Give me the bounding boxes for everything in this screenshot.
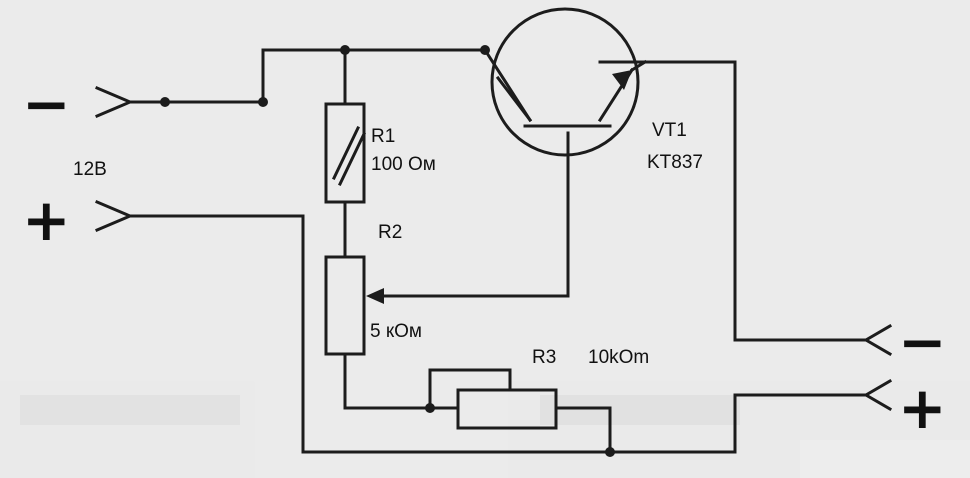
- r3-name-label: R3: [532, 347, 556, 368]
- r1-name-label: R1: [371, 126, 395, 147]
- r2-value-label: 5 кОм: [370, 321, 422, 342]
- r2-wiper-arrow: [366, 288, 384, 304]
- r1-value-label: 100 Ом: [371, 154, 436, 175]
- output-positive-connector: [863, 378, 893, 412]
- vt1-type-label: KT837: [647, 152, 703, 173]
- transistor-vt1: [490, 7, 648, 157]
- vt1-name-label: VT1: [652, 120, 687, 141]
- input-negative-label: −: [22, 70, 71, 138]
- input-positive-connector: [95, 200, 134, 232]
- junction-dots: [160, 45, 615, 457]
- output-negative-connector: [863, 323, 893, 357]
- trimmer-r3: [456, 388, 558, 430]
- resistor-r1: [324, 102, 367, 204]
- r2-name-label: R2: [378, 222, 402, 243]
- r3-value-label: 10kOm: [588, 347, 649, 368]
- input-positive-label: +: [22, 186, 71, 254]
- potentiometer-r2: [324, 255, 384, 356]
- output-positive-label: +: [898, 374, 947, 442]
- emitter-arrow: [612, 70, 632, 90]
- output-negative-label: −: [898, 308, 947, 376]
- input-voltage-label: 12В: [73, 159, 107, 180]
- wires: [128, 47, 868, 454]
- input-negative-connector: [95, 86, 134, 118]
